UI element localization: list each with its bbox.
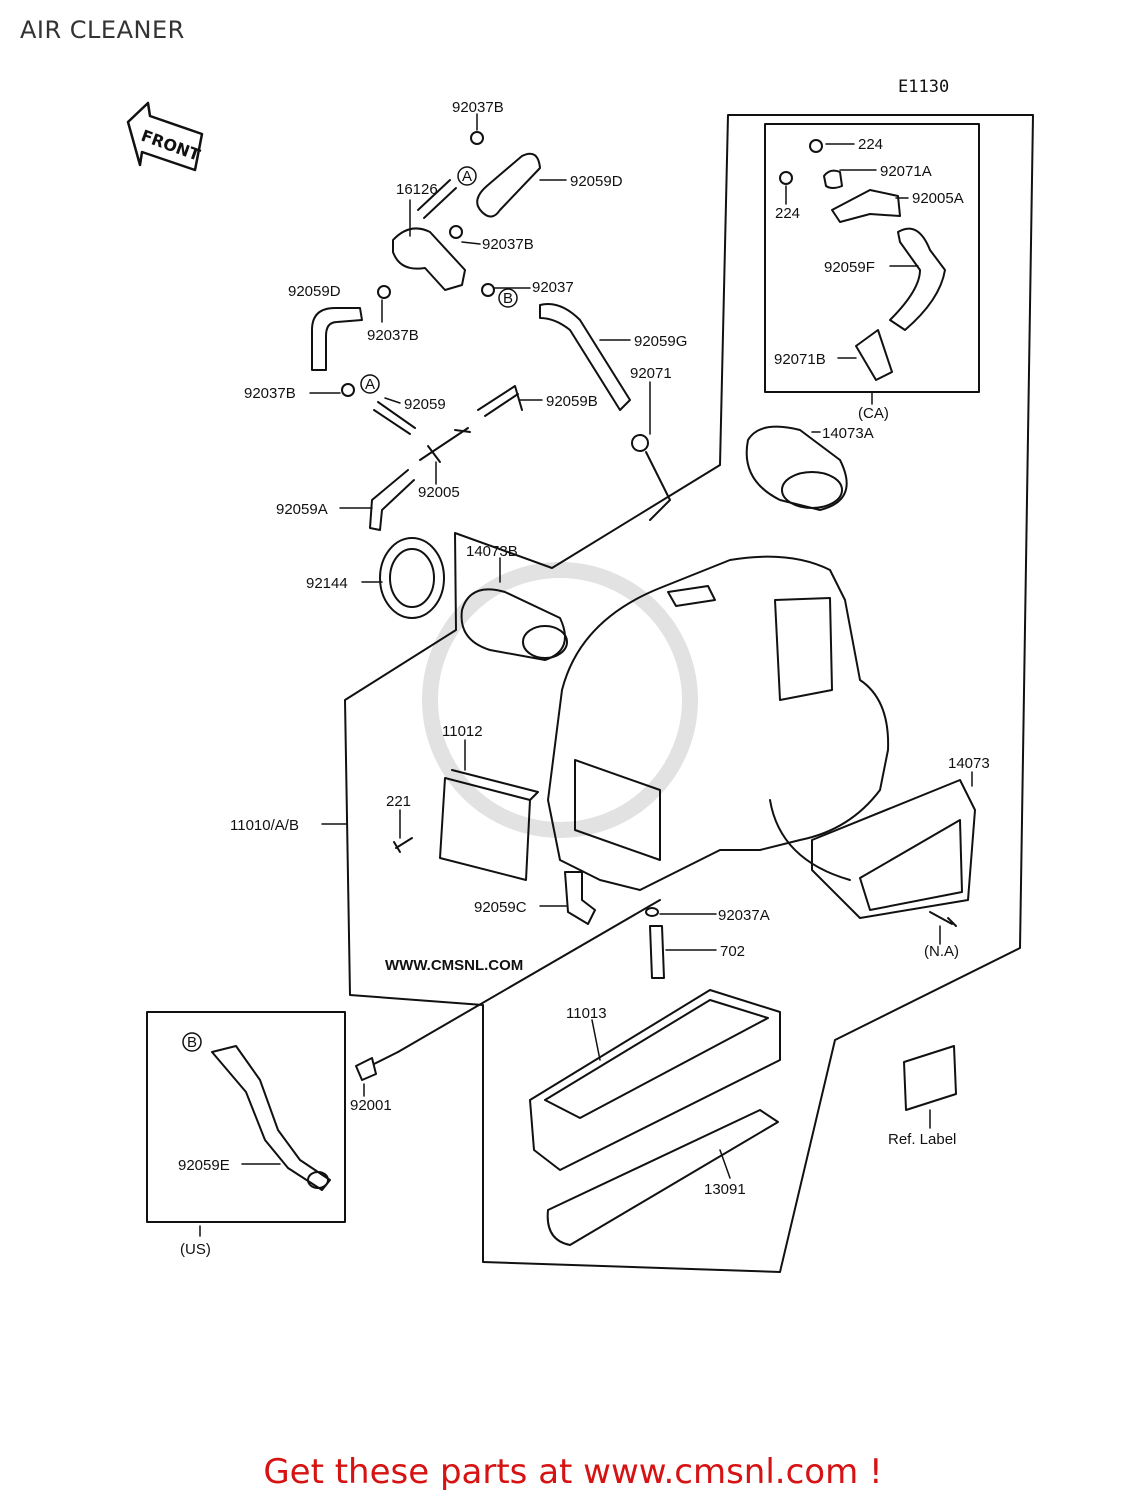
callout-11010: 11010/A/B [230, 817, 299, 834]
duct-14073B-mouth [522, 625, 568, 659]
hose-16126-tube [417, 179, 457, 219]
marker-a-top: A [462, 168, 472, 185]
screw-224-top [809, 139, 823, 153]
grommet-92071 [631, 434, 649, 452]
tee-92005 [419, 427, 471, 463]
callout-92059A: 92059A [276, 501, 328, 518]
callout-92059F: 92059F [824, 259, 875, 276]
callout-92001: 92001 [350, 1097, 392, 1114]
callout-92059B: 92059B [546, 393, 598, 410]
callout-ref-label: Ref. Label [888, 1131, 956, 1148]
hose-92059 [373, 401, 416, 435]
callout-702: 702 [720, 943, 745, 960]
clamp-92037 [481, 283, 495, 297]
duct-14073A [745, 425, 848, 511]
hose-92059A [369, 469, 415, 531]
callout-labels: E1130 92037B 92059D 16126 92037B 92037 9… [178, 77, 990, 1258]
callout-92071B: 92071B [774, 351, 826, 368]
air-cleaner-housing [547, 555, 890, 891]
hose-92059G [539, 303, 631, 411]
callout-14073: 14073 [948, 755, 990, 772]
callout-ca: (CA) [858, 405, 889, 422]
duct-14073A-mouth [781, 471, 843, 509]
clamp-top [470, 131, 484, 145]
valve-92071B [855, 329, 893, 381]
clamp-lower [341, 383, 355, 397]
marker-b-us: B [187, 1034, 197, 1051]
callout-92071: 92071 [630, 365, 672, 382]
callout-13091: 13091 [704, 1181, 746, 1198]
callout-92059D-left: 92059D [288, 283, 341, 300]
hose-92059B [477, 385, 523, 417]
footer-link[interactable]: Get these parts at www.cmsnl.com ! [263, 1452, 883, 1492]
callout-11013: 11013 [566, 1005, 607, 1022]
callout-us: (US) [180, 1241, 211, 1258]
screw-224-left [779, 171, 793, 185]
callout-92059G: 92059G [634, 333, 687, 350]
callout-92037B-left: 92037B [367, 327, 419, 344]
leader-92071 [645, 451, 671, 521]
footer-banner: Get these parts at www.cmsnl.com ! [0, 1452, 1146, 1492]
callout-92037B-mid: 92037B [482, 236, 534, 253]
clamp-mid [449, 225, 463, 239]
watermark: WWW.CMSNL.COM [385, 562, 698, 974]
callout-92037A: 92037A [718, 907, 770, 924]
callout-92037: 92037 [532, 279, 574, 296]
valve-16126 [392, 227, 466, 291]
callout-92059: 92059 [404, 396, 446, 413]
pin-702 [649, 925, 665, 979]
callout-92037B-lower: 92037B [244, 385, 296, 402]
callout-224-top: 224 [858, 136, 883, 153]
cover-13091 [546, 1109, 779, 1246]
hose-92059F [889, 227, 946, 331]
callout-92005: 92005 [418, 484, 460, 501]
us-box [146, 1011, 346, 1223]
diagram-code: E1130 [898, 77, 949, 97]
clamp-left [377, 285, 391, 299]
callout-92059E: 92059E [178, 1157, 230, 1174]
cover-11012 [439, 777, 531, 881]
clamp-92071A [823, 169, 843, 189]
callout-14073A: 14073A [822, 425, 874, 442]
oring-92037A [645, 907, 659, 917]
leader-92001 [397, 899, 661, 1053]
callout-221: 221 [386, 793, 411, 810]
duct-14073 [811, 779, 976, 919]
assembly-outline [344, 114, 1034, 1273]
front-arrow-icon: FRONT [126, 101, 204, 172]
callout-14073B: 14073B [466, 543, 518, 560]
bolt-92001 [355, 1051, 399, 1081]
callout-16126: 16126 [396, 181, 438, 198]
watermark-text: WWW.CMSNL.COM [385, 957, 523, 974]
callout-92144: 92144 [306, 575, 348, 592]
callout-224-left: 224 [775, 205, 800, 222]
callout-11012: 11012 [442, 723, 483, 740]
valve-92005A [831, 189, 901, 223]
duct-14073B [460, 588, 566, 661]
callout-92071A: 92071A [880, 163, 932, 180]
marker-a-lower: A [365, 376, 375, 393]
callout-92059D-top: 92059D [570, 173, 623, 190]
callout-na: (N.A) [924, 943, 959, 960]
page-title: AIR CLEANER [20, 16, 185, 44]
fitting-92059C [564, 871, 596, 925]
hose-92059E [211, 1045, 331, 1191]
screw-na [929, 911, 957, 927]
marker-b-top: B [503, 290, 513, 307]
hose-92059D-left [311, 307, 363, 371]
callout-92005A: 92005A [912, 190, 964, 207]
gasket-92144 [379, 537, 445, 619]
hose-92059D-top [476, 152, 541, 218]
element-11013 [529, 989, 781, 1171]
ref-label [903, 1045, 957, 1111]
screw-221 [393, 837, 413, 853]
callout-92037B-top: 92037B [452, 99, 504, 116]
callout-92059C: 92059C [474, 899, 527, 916]
